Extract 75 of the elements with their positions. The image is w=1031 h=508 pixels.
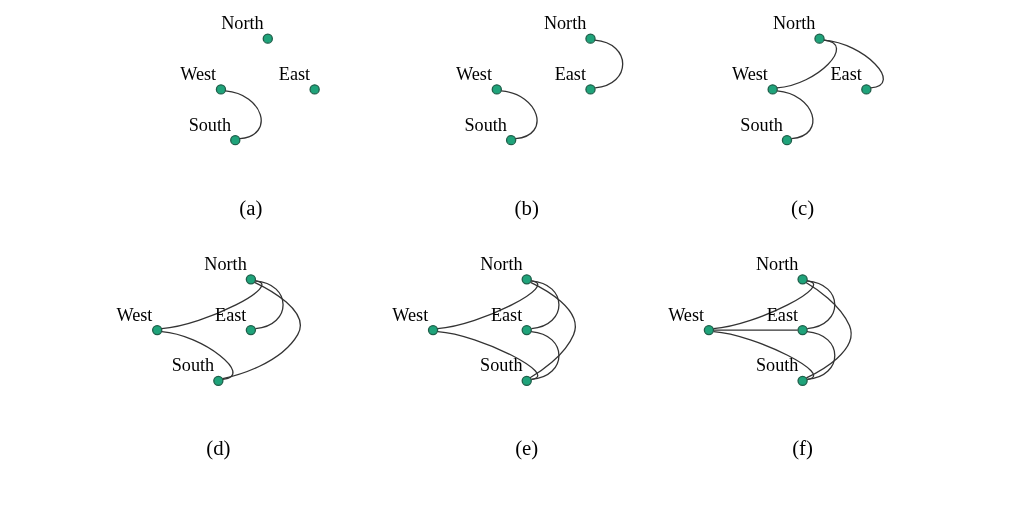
node-label: North	[479, 253, 523, 274]
node-label: South	[171, 355, 214, 376]
node-circle	[491, 84, 502, 95]
node-circle	[703, 324, 714, 336]
label: (d)	[205, 436, 230, 461]
label: (c)	[790, 195, 814, 220]
node-circle	[427, 324, 438, 336]
node-circle	[584, 33, 596, 44]
node-circle	[229, 134, 240, 146]
connector	[529, 280, 560, 330]
connector	[221, 281, 301, 380]
connector	[436, 330, 538, 380]
node-circle	[245, 274, 256, 285]
connector	[529, 330, 560, 380]
node-label: North	[772, 13, 815, 34]
node-label: East	[830, 63, 862, 84]
label: (e)	[514, 436, 538, 461]
connector	[804, 281, 852, 379]
node-circle	[796, 274, 808, 285]
node-label: West	[391, 304, 428, 325]
node-label: North	[203, 253, 247, 274]
node-label: West	[731, 63, 768, 84]
connector	[712, 280, 814, 330]
node-circle	[860, 84, 872, 95]
node-label: East	[554, 63, 586, 84]
node-label: East	[214, 304, 246, 325]
node-circle	[796, 375, 808, 387]
node-circle	[262, 33, 273, 44]
node-circle	[766, 84, 778, 95]
node-label: West	[667, 304, 704, 325]
node-label: East	[278, 63, 310, 84]
node-label: South	[479, 355, 523, 376]
label: (f)	[791, 436, 813, 461]
connector	[436, 280, 538, 330]
connector	[160, 330, 233, 380]
connector	[528, 281, 576, 379]
node-label: West	[179, 63, 216, 84]
node-circle	[584, 84, 596, 95]
node-label: North	[220, 13, 264, 34]
node-circle	[521, 274, 532, 285]
node-label: North	[755, 253, 798, 274]
node-circle	[151, 324, 162, 336]
connector	[160, 280, 262, 330]
node-label: East	[766, 304, 798, 325]
connector	[224, 90, 262, 140]
connector	[775, 39, 837, 89]
node-label: East	[490, 304, 522, 325]
node-label: West	[115, 304, 152, 325]
node-circle	[796, 324, 808, 336]
label: (b)	[514, 195, 539, 220]
node-label: South	[464, 114, 507, 135]
node-circle	[215, 84, 226, 95]
node-circle	[813, 33, 825, 44]
node-circle	[521, 375, 532, 387]
connector	[500, 90, 538, 140]
node-label: South	[739, 114, 783, 135]
node-circle	[245, 324, 256, 336]
connector	[254, 280, 284, 330]
label: (a)	[238, 195, 262, 220]
connector	[805, 280, 835, 330]
connector	[775, 90, 814, 140]
node-circle	[521, 324, 532, 336]
connector	[805, 330, 835, 380]
node-circle	[505, 134, 516, 146]
connector	[822, 39, 884, 89]
connector	[593, 39, 623, 89]
node-circle	[212, 375, 224, 387]
node-circle	[781, 134, 792, 146]
node-label: North	[543, 13, 586, 34]
node-label: South	[188, 114, 231, 135]
connector	[712, 329, 798, 331]
connector	[712, 330, 814, 380]
node-label: West	[455, 63, 492, 84]
node-label: South	[755, 355, 798, 376]
node-circle	[308, 84, 320, 95]
